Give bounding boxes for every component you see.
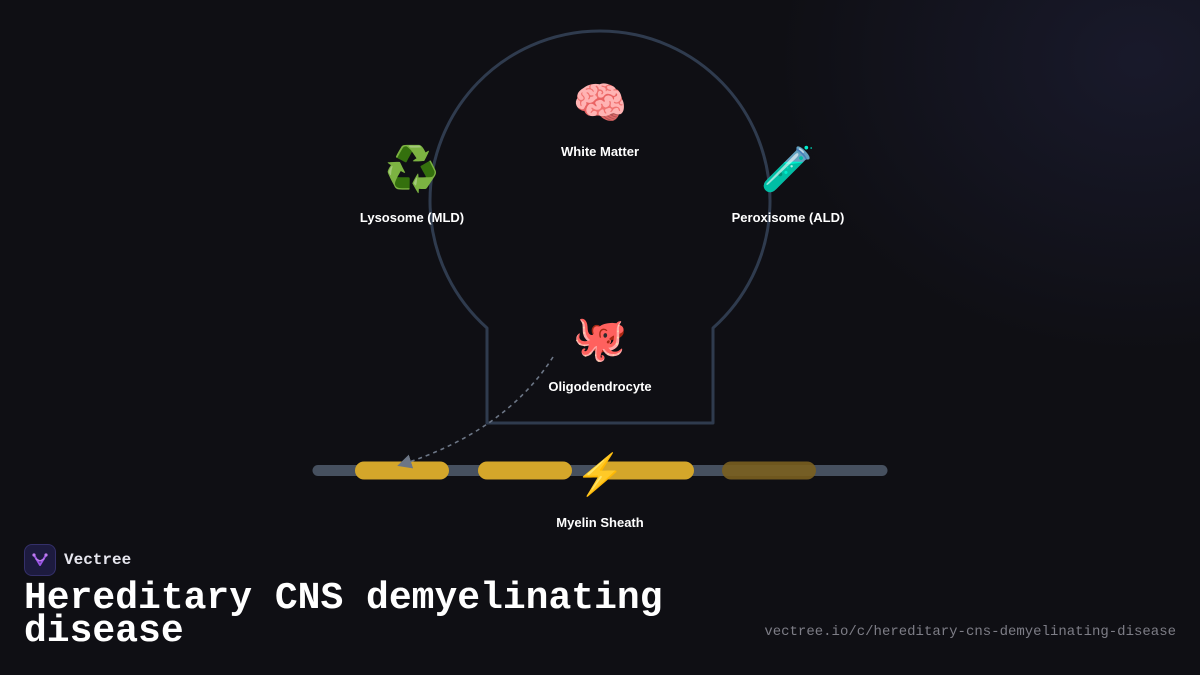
node-lysosome-label: Lysosome (MLD) [359, 210, 465, 225]
page-title: Hereditary CNS demyelinating disease [24, 577, 663, 653]
myelination-arrow [397, 356, 554, 469]
source-url[interactable]: vectree.io/c/hereditary-cns-demyelinatin… [764, 624, 1176, 640]
node-oligodendrocyte-label: Oligodendrocyte [548, 379, 652, 394]
myelin-segment-degraded [722, 461, 816, 480]
test-tube-icon: 🧪 [760, 145, 816, 194]
myelin-segment [478, 461, 572, 480]
myelin-segment [600, 461, 694, 480]
myelin-segment [355, 461, 449, 480]
node-white-matter-label: White Matter [561, 144, 639, 159]
node-lysosome: ♻️ Lysosome (MLD) [322, 145, 502, 226]
lightning-icon: ⚡ [575, 452, 625, 497]
node-oligodendrocyte: 🐙 Oligodendrocyte [510, 314, 690, 395]
node-myelin-sheath: ⚡ Myelin Sheath [510, 451, 690, 530]
brand-name: Vectree [64, 551, 132, 569]
vectree-logo-icon [24, 544, 56, 576]
octopus-icon: 🐙 [572, 314, 628, 363]
head-outline [428, 29, 772, 425]
node-white-matter: 🧠 White Matter [510, 79, 690, 160]
brain-icon: 🧠 [572, 79, 628, 128]
brand[interactable]: Vectree [24, 544, 131, 576]
recycling-icon: ♻️ [384, 145, 440, 194]
node-peroxisome: 🧪 Peroxisome (ALD) [698, 145, 878, 226]
node-myelin-sheath-label: Myelin Sheath [556, 515, 644, 530]
node-peroxisome-label: Peroxisome (ALD) [731, 210, 845, 225]
